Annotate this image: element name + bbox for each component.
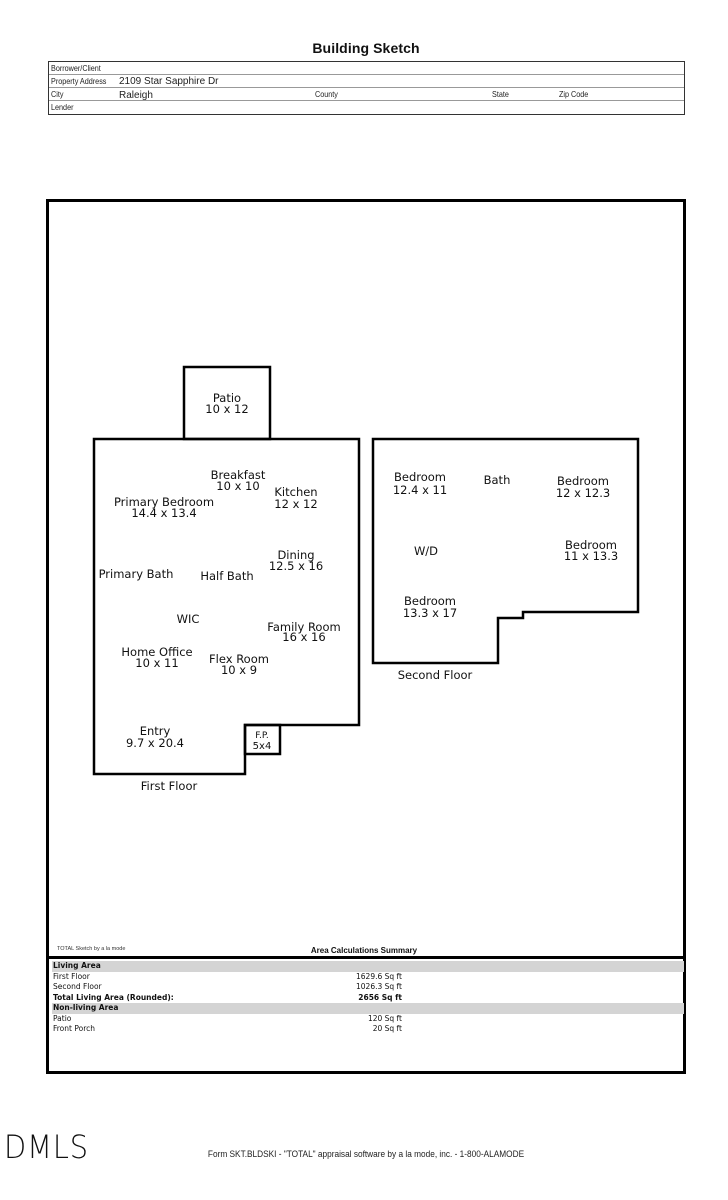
room-flex-room-name: Flex Room — [209, 652, 269, 666]
row-value: 120 Sq ft — [367, 1013, 402, 1023]
nonliving-area-header-label: Non-living Area — [53, 1003, 119, 1012]
form-footer: Form SKT.BLDSKI - "TOTAL" appraisal soft… — [207, 1149, 525, 1159]
room-kitchen-dim: 12 x 12 — [274, 497, 317, 511]
living-area-header-label: Living Area — [53, 961, 101, 970]
room-bedroom1-dim: 12.4 x 11 — [393, 483, 447, 497]
room-bedroom1-name: Bedroom — [394, 470, 446, 484]
room-primary-bedroom-dim: 14.4 x 13.4 — [131, 506, 196, 520]
room-breakfast-dim: 10 x 10 — [216, 479, 259, 493]
room-dining-name: Dining — [277, 548, 314, 562]
row-value: 20 Sq ft — [372, 1024, 402, 1033]
property-info-box: Borrower/Client Property Address 2109 St… — [48, 61, 685, 115]
address-row: Property Address 2109 Star Sapphire Dr — [49, 75, 684, 88]
address-label: Property Address — [51, 76, 107, 86]
row-name: First Floor — [53, 971, 90, 981]
city-row: City Raleigh County State Zip Code — [49, 88, 684, 101]
city-value: Raleigh — [119, 90, 153, 101]
row-name: Second Floor — [53, 982, 102, 991]
state-label: State — [492, 89, 509, 99]
room-entry-dim: 9.7 x 20.4 — [126, 736, 184, 750]
nonliving-area-header: Non-living Area — [52, 1003, 684, 1014]
row-value: 1629.6 Sq ft — [356, 971, 402, 981]
page-title: Building Sketch — [312, 40, 420, 56]
row-name: Front Porch — [53, 1024, 95, 1033]
room-kitchen-name: Kitchen — [274, 485, 317, 499]
summary-title: Area Calculations Summary — [310, 946, 418, 955]
sketch-frame — [46, 199, 686, 1074]
room-entry-name: Entry — [140, 724, 171, 738]
row-name: Patio — [53, 1013, 72, 1023]
second-floor-outline — [371, 437, 640, 665]
zip-label: Zip Code — [559, 89, 589, 99]
total-value: 2656 Sq ft — [358, 992, 402, 1002]
room-patio-name: Patio — [213, 391, 241, 405]
borrower-row: Borrower/Client — [49, 62, 684, 75]
sketch-credit: TOTAL Sketch by a la mode — [57, 946, 126, 952]
room-bath-name: Bath — [484, 473, 511, 487]
summary-row: Second Floor 1026.3 Sq ft — [52, 982, 684, 993]
room-fp-name: F.P. — [255, 731, 268, 741]
room-bedroom4-dim: 13.3 x 17 — [403, 606, 457, 620]
room-bedroom2-dim: 12 x 12.3 — [556, 486, 610, 500]
room-breakfast-name: Breakfast — [211, 468, 266, 482]
summary-row: Patio 120 Sq ft — [52, 1014, 684, 1025]
room-primary-bath-name: Primary Bath — [99, 567, 174, 581]
living-area-header: Living Area — [52, 961, 684, 972]
room-half-bath-name: Half Bath — [200, 569, 253, 583]
room-home-office-dim: 10 x 11 — [135, 656, 178, 670]
total-label: Total Living Area (Rounded): — [53, 992, 174, 1002]
room-bedroom3-dim: 11 x 13.3 — [564, 549, 618, 563]
room-wic-name: WIC — [177, 612, 200, 626]
room-flex-room-dim: 10 x 9 — [221, 663, 257, 677]
room-primary-bedroom-name: Primary Bedroom — [114, 495, 214, 509]
city-label: City — [51, 89, 64, 99]
lender-row: Lender — [49, 101, 684, 114]
fireplace-outline — [243, 723, 282, 756]
room-wd-name: W/D — [414, 544, 438, 558]
summary-row: Front Porch 20 Sq ft — [52, 1024, 684, 1035]
total-living-row: Total Living Area (Rounded): 2656 Sq ft — [52, 993, 684, 1004]
first-floor-label: First Floor — [141, 779, 198, 793]
room-family-room-dim: 16 x 16 — [282, 630, 325, 644]
room-bedroom3-name: Bedroom — [565, 538, 617, 552]
borrower-label: Borrower/Client — [51, 63, 101, 73]
row-value: 1026.3 Sq ft — [356, 982, 402, 991]
dmls-logo: DMLS — [4, 1128, 89, 1166]
room-patio-dim: 10 x 12 — [205, 402, 248, 416]
room-fp-dim: 5x4 — [253, 741, 272, 752]
summary-row: First Floor 1629.6 Sq ft — [52, 972, 684, 983]
room-home-office-name: Home Office — [121, 645, 192, 659]
room-dining-dim: 12.5 x 16 — [269, 559, 323, 573]
summary-divider — [46, 956, 686, 959]
area-summary-table: Living Area First Floor 1629.6 Sq ft Sec… — [52, 961, 684, 1035]
address-value: 2109 Star Sapphire Dr — [119, 76, 219, 87]
room-family-room-name: Family Room — [267, 620, 340, 634]
county-label: County — [315, 89, 338, 99]
second-floor-label: Second Floor — [398, 668, 473, 682]
lender-label: Lender — [51, 102, 74, 112]
room-bedroom4-name: Bedroom — [404, 594, 456, 608]
room-bedroom2-name: Bedroom — [557, 474, 609, 488]
